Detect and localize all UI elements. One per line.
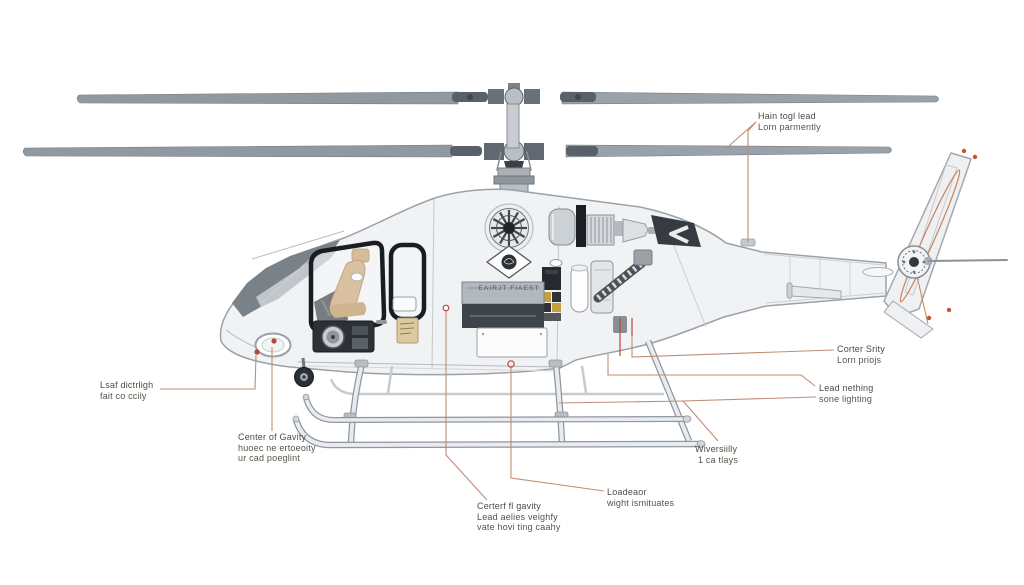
leader-main-rotor-a [721, 121, 757, 153]
rotor-system [22, 83, 939, 205]
callout-main-rotor-line1: Hain togl lead [758, 111, 816, 121]
callout-main-rotor-line2: Lorn parmently [758, 121, 821, 132]
callout-main-rotor: Hain togl lead Lorn parmently [758, 111, 821, 132]
callout-load: Loadeaor wight ismituates [607, 487, 674, 508]
boom-inspection-hatch [862, 267, 894, 277]
nose-wheel [294, 357, 314, 387]
landing-skids [292, 339, 706, 449]
tail-rotor-blade-outline [899, 169, 961, 303]
exhaust-chevron-panel [651, 215, 701, 247]
callout-center-cg-line2: Lead aelies veighfy [477, 511, 558, 522]
hydraulic-cylinder [570, 264, 589, 313]
callout-nose-left: Lsaf dictrligh fait co ccily [100, 380, 153, 401]
callout-lead-light: Lead nething sone lighting [819, 383, 873, 404]
callout-lead-light-line1: Lead nething [819, 383, 874, 393]
leader-lead-light [607, 354, 816, 387]
tail-stinger [928, 259, 1008, 262]
vertical-fin [883, 152, 972, 318]
leader-center-right [631, 336, 835, 358]
front-door-window [308, 240, 387, 333]
equipment-bay [461, 249, 653, 358]
leader-main-rotor-b [747, 121, 757, 242]
avionics-cells [542, 292, 561, 321]
nose-landing-light [254, 332, 292, 358]
leader-versatility-fork [682, 400, 719, 442]
callout-center-cg-line3: vate hovi ting caahy [477, 522, 561, 532]
drive-shaft [593, 258, 647, 303]
callout-versatility-line1: Wiversiilly [695, 444, 738, 454]
callout-center-cg-line1: Certerf fl gavity [477, 501, 541, 511]
nose-light-streak [256, 245, 341, 307]
upper-rotor-blades [76, 83, 939, 107]
callout-center-right-line2: Lorn priojs [837, 354, 882, 365]
manufacturer-emblem: EAIRJT FIAEST [478, 245, 539, 292]
turbine-engine [548, 205, 657, 247]
callout-center-right: Corter Srity Lorn priojs [837, 344, 885, 365]
callout-load-line2: wight ismituates [607, 497, 675, 508]
callout-center-cg: Certerf fl gavity Lead aelies veighfy va… [477, 501, 561, 533]
callout-nose-cg-line2: huoec ne ertoeoity [238, 442, 316, 453]
callout-nose-cg-line1: Center of Gavity [238, 432, 307, 442]
emblem-text: EAIRJT FIAEST [478, 285, 539, 292]
lower-fin [883, 300, 934, 339]
callout-lead-light-line2: sone lighting [819, 393, 873, 404]
callout-versatility: Wiversiilly 1 ca tlays [695, 444, 738, 465]
marker-load [507, 360, 515, 368]
cargo-box [476, 327, 548, 358]
callout-nose-cg: Center of Gavity huoec ne ertoeoity ur c… [238, 432, 316, 464]
callout-nose-left-line2: fait co ccily [100, 390, 147, 401]
intake-fan [484, 203, 534, 253]
skid-tube-near [292, 418, 701, 449]
callout-leader-lines [160, 121, 835, 501]
leader-nose-left [160, 354, 257, 390]
callout-versatility-line2: 1 ca tlays [698, 454, 739, 465]
callout-nose-cg-line3: ur cad poeglint [238, 453, 301, 463]
leader-load [510, 367, 605, 492]
cockpit [254, 240, 427, 387]
skid-tube-far [303, 397, 687, 424]
lower-rotor-blades [22, 140, 892, 176]
leader-versatility-main [558, 396, 817, 404]
callout-load-line1: Loadeaor [607, 487, 647, 497]
marker-center-cg [442, 304, 450, 312]
tail-section [786, 148, 1008, 339]
leader-center-cg [445, 309, 488, 501]
door-placard [396, 317, 419, 344]
callout-center-right-line1: Corter Srity [837, 344, 885, 354]
instrument-console [312, 320, 375, 353]
callout-nose-left-line1: Lsaf dictrligh [100, 380, 154, 390]
